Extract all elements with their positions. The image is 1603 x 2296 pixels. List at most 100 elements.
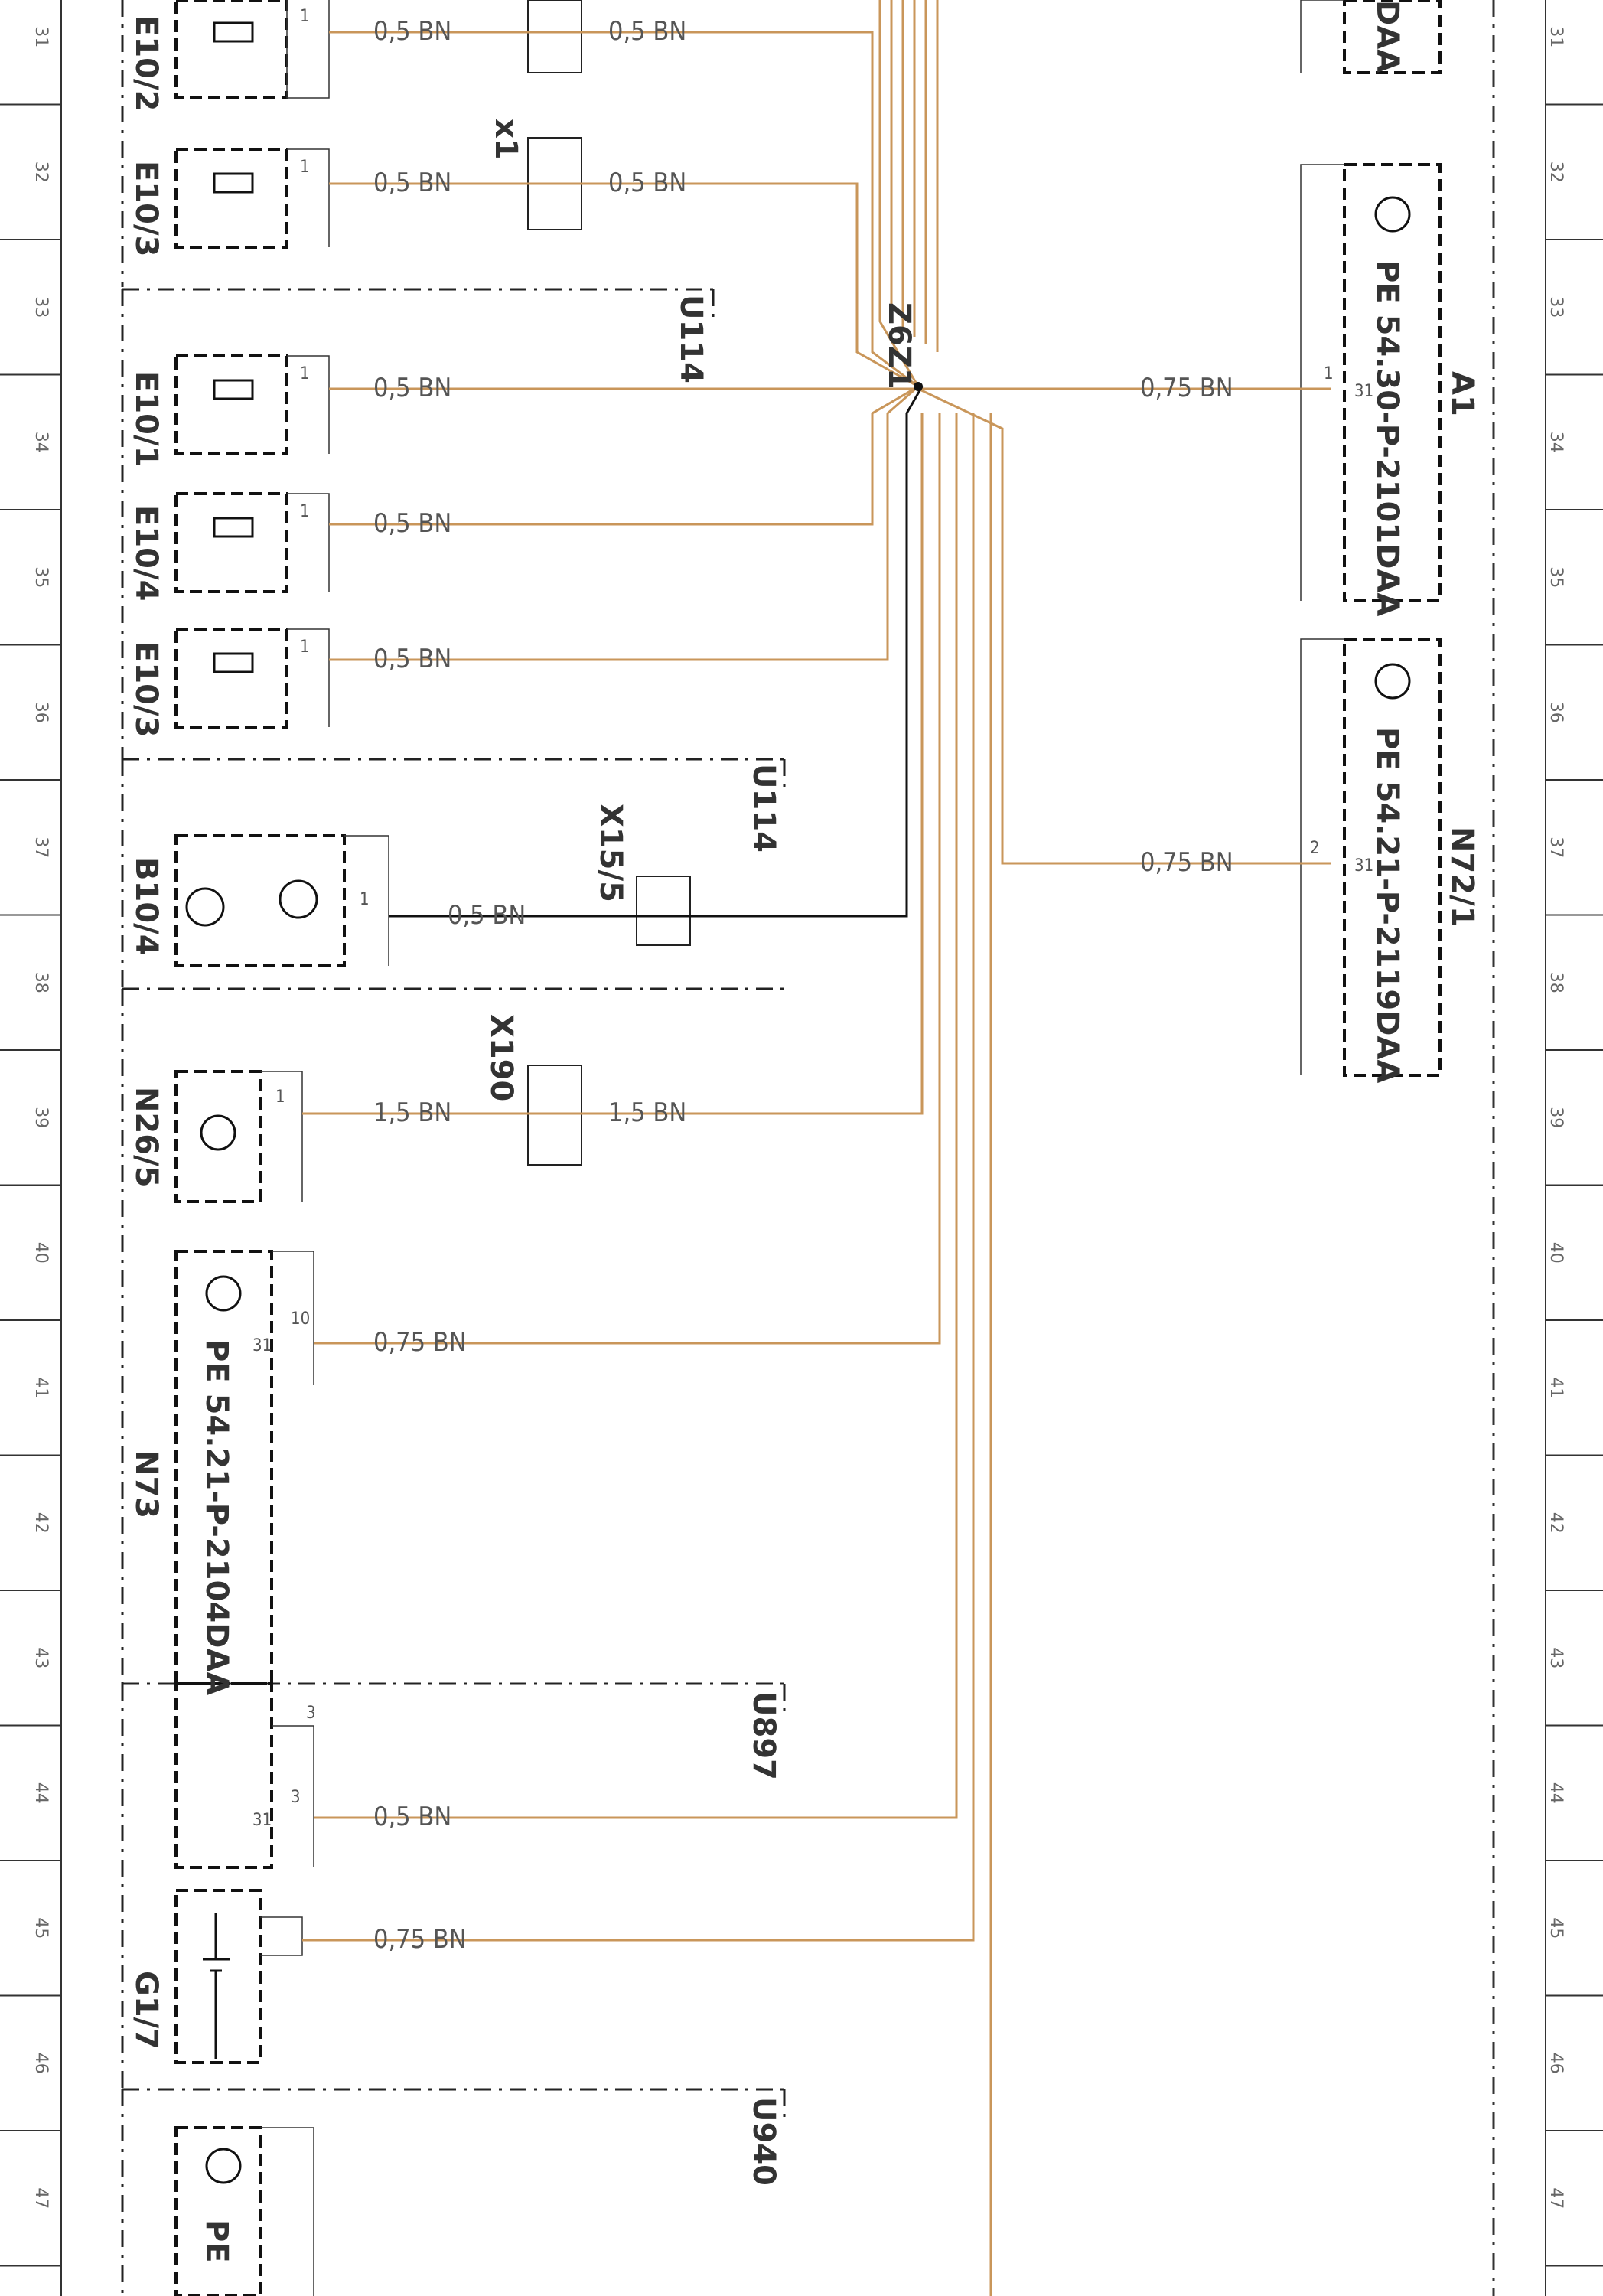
e10-2-box bbox=[174, 0, 288, 99]
group-u940-border bbox=[122, 2088, 786, 2120]
group-u114a-border bbox=[122, 288, 715, 321]
x1-connector-top[interactable] bbox=[527, 0, 582, 73]
connector-label-x1: x1 bbox=[488, 119, 523, 160]
wire-37-black bbox=[389, 386, 924, 918]
component-label-e10-3b: E10/3 bbox=[129, 641, 164, 737]
ruler-number: 38 bbox=[31, 972, 51, 993]
g1-7-contour bbox=[260, 1916, 303, 1956]
ruler-number: 44 bbox=[31, 1782, 51, 1804]
ruler-number: 36 bbox=[1546, 702, 1566, 723]
wire-31 bbox=[329, 31, 919, 388]
ruler-number: 35 bbox=[1546, 566, 1566, 588]
ruler-number: 45 bbox=[31, 1917, 51, 1939]
sensor-icon bbox=[279, 879, 318, 919]
u940-contour bbox=[260, 2127, 314, 2296]
wire-label-36: 0,5 BN bbox=[373, 644, 451, 674]
wire-39 bbox=[302, 413, 924, 1115]
lamp-resistor-icon bbox=[213, 21, 254, 43]
component-label-e10-1: E10/1 bbox=[129, 371, 164, 467]
wire-label-31b: 0,5 BN bbox=[608, 16, 686, 47]
n72-1-contour bbox=[1300, 638, 1344, 1075]
wire-n72-1 bbox=[917, 387, 1331, 865]
ruler-number: 36 bbox=[31, 702, 51, 723]
ruler-number: 37 bbox=[31, 837, 51, 858]
pin-number-31: 31 bbox=[1354, 382, 1373, 401]
ruler-number: 31 bbox=[1546, 26, 1566, 47]
e10-1-contour bbox=[287, 355, 330, 454]
n26-5-contour bbox=[260, 1071, 303, 1202]
symbols bbox=[185, 21, 1411, 2184]
wire-bundle-top bbox=[878, 0, 939, 387]
connector-label-x190: X190 bbox=[484, 1014, 519, 1101]
lamp-resistor-icon bbox=[213, 379, 254, 400]
pin-number: 1 bbox=[1324, 364, 1334, 383]
splice-label: Z6Z1 bbox=[881, 302, 917, 390]
ruler-number: 34 bbox=[31, 432, 51, 453]
x190-connector[interactable] bbox=[527, 1065, 582, 1166]
group-label-u940: U940 bbox=[746, 2097, 781, 2186]
u940-box bbox=[174, 2126, 262, 2296]
wire-label-41: 0,75 BN bbox=[373, 1327, 467, 1358]
connector-label-x15-5: X15/5 bbox=[593, 804, 628, 902]
n72-1-doc-ref[interactable]: PE 54.21-P-2119DAA bbox=[1370, 727, 1405, 1083]
wire-label-37: 0,5 BN bbox=[448, 900, 526, 931]
battery-icon bbox=[203, 1913, 230, 2059]
a1-doc-ref[interactable]: PE 54.30-P-2101DAA bbox=[1370, 260, 1405, 616]
wire-45 bbox=[302, 413, 975, 1942]
pin-number-31: 31 bbox=[253, 1811, 272, 1830]
wire-labels: 0,5 BN 0,5 BN 0,5 BN 0,5 BN 0,5 BN 0,5 B… bbox=[373, 16, 1233, 1955]
transistor-icon bbox=[200, 1114, 236, 1151]
ruler-number: 32 bbox=[1546, 161, 1566, 183]
n72-1-box bbox=[1343, 638, 1442, 1077]
u940-doc-ref[interactable]: PE bbox=[199, 2219, 234, 2263]
wire-label-44: 0,5 BN bbox=[373, 1802, 451, 1832]
ruler-number: 42 bbox=[1546, 1512, 1566, 1534]
ruler-number: 41 bbox=[1546, 1377, 1566, 1398]
wires bbox=[302, 0, 1331, 2296]
component-contours bbox=[260, 0, 1344, 2296]
component-label-n26-5: N26/5 bbox=[129, 1087, 164, 1188]
ruler-number: 42 bbox=[31, 1512, 51, 1534]
e10-4-box bbox=[174, 492, 288, 593]
wire-label-31a: 0,5 BN bbox=[373, 16, 451, 47]
ruler-number: 34 bbox=[1546, 432, 1566, 453]
splice-point bbox=[914, 382, 923, 391]
wire-label-a1: 0,75 BN bbox=[1140, 373, 1233, 403]
ruler-number: 33 bbox=[31, 296, 51, 318]
wire-label-39b: 1,5 BN bbox=[608, 1097, 686, 1128]
pin-numbers: 1 1 1 1 1 1 1 31 10 31 3 3 31 1 31 2 bbox=[253, 7, 1373, 1830]
pin-number: 1 bbox=[360, 890, 370, 909]
e10-3a-box bbox=[174, 148, 288, 249]
n73-contour bbox=[272, 1251, 314, 1385]
wire-35 bbox=[329, 385, 919, 526]
wire-label-32b: 0,5 BN bbox=[608, 168, 686, 198]
lamp-resistor-icon bbox=[213, 517, 254, 538]
b10-4-box bbox=[174, 834, 346, 967]
transistor-icon bbox=[205, 2148, 242, 2184]
pin-number: 1 bbox=[300, 364, 310, 383]
wire-36 bbox=[329, 385, 919, 661]
x15-5-connector[interactable] bbox=[636, 876, 691, 946]
n73-doc-ref[interactable]: PE 54.21-P-2104DAA bbox=[199, 1339, 234, 1695]
pin-number: 1 bbox=[300, 158, 310, 177]
wire-label-39a: 1,5 BN bbox=[373, 1097, 451, 1128]
pin-number-10: 10 bbox=[291, 1309, 310, 1329]
lamp-resistor-icon bbox=[213, 172, 254, 194]
component-label-e10-4: E10/4 bbox=[129, 505, 164, 601]
component-label-n73: N73 bbox=[129, 1450, 164, 1518]
ruler-number: 32 bbox=[31, 161, 51, 183]
e10-3a-contour bbox=[287, 148, 330, 247]
component-label-b10-4: B10/4 bbox=[129, 857, 164, 956]
wire-label-32a: 0,5 BN bbox=[373, 168, 451, 198]
transistor-icon bbox=[1374, 663, 1411, 700]
rotated-labels: E10/2 E10/3 E10/1 E10/4 E10/3 B10/4 N26/… bbox=[129, 0, 1480, 2263]
ruler-number: 39 bbox=[31, 1107, 51, 1128]
pin-number: 1 bbox=[300, 502, 310, 521]
ruler-number: 39 bbox=[1546, 1107, 1566, 1128]
ruler-number: 40 bbox=[31, 1242, 51, 1264]
a1-contour bbox=[1300, 164, 1344, 601]
pin-number-2: 2 bbox=[1310, 839, 1320, 858]
group-label-u114a: U114 bbox=[673, 295, 709, 383]
